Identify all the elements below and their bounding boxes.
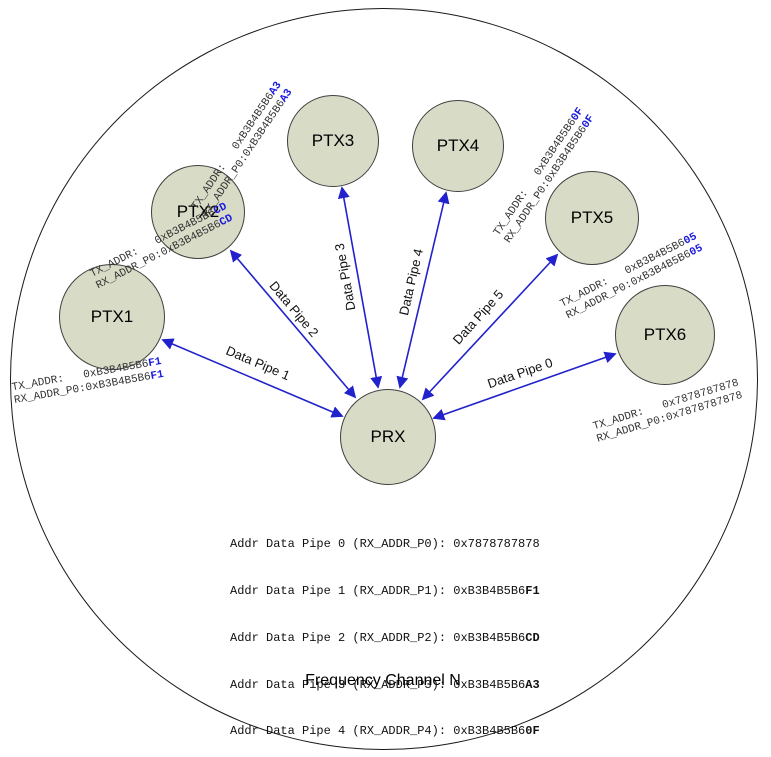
node-ptx6: PTX6 — [615, 285, 715, 385]
row-suffix: F1 — [525, 583, 540, 598]
address-table-row: Addr Data Pipe 4 (RX_ADDR_P4): 0xB3B4B5B… — [230, 724, 540, 740]
node-prx-label: PRX — [370, 427, 406, 446]
node-ptx2-label: PTX2 — [176, 202, 220, 221]
row-suffix: A3 — [525, 677, 540, 692]
node-ptx5: PTX5 — [545, 171, 639, 265]
address-table-row: Addr Data Pipe 0 (RX_ADDR_P0): 0x7878787… — [230, 537, 540, 553]
row-suffix: CD — [525, 630, 540, 645]
data-pipe-3-arrow — [337, 186, 383, 389]
addr-suffix: F1 — [149, 368, 165, 383]
row-text: Addr Data Pipe 3 (RX_ADDR_P3): 0xB3B4B5B… — [230, 677, 526, 692]
data-pipe-2-arrow — [229, 249, 357, 399]
addr-suffix: F1 — [147, 356, 163, 371]
node-ptx1: PTX1 — [59, 264, 165, 370]
row-text: Addr Data Pipe 0 (RX_ADDR_P0): 0x7878787… — [230, 537, 540, 552]
node-ptx2: PTX2 — [151, 165, 245, 259]
node-ptx5-label: PTX5 — [570, 208, 614, 227]
node-ptx3: PTX3 — [287, 95, 379, 187]
address-table-row: Addr Data Pipe 1 (RX_ADDR_P1): 0xB3B4B5B… — [230, 584, 540, 600]
address-table-row: Addr Data Pipe 3 (RX_ADDR_P3): 0xB3B4B5B… — [230, 678, 540, 694]
row-text: Addr Data Pipe 1 (RX_ADDR_P1): 0xB3B4B5B… — [230, 583, 526, 598]
row-text: Addr Data Pipe 4 (RX_ADDR_P4): 0xB3B4B5B… — [230, 724, 526, 739]
row-suffix: 0F — [525, 724, 540, 739]
data-pipe-0-arrow — [432, 351, 617, 421]
row-text: Addr Data Pipe 2 (RX_ADDR_P2): 0xB3B4B5B… — [230, 630, 526, 645]
frequency-channel-boundary — [10, 8, 758, 750]
address-table-row: Addr Data Pipe 2 (RX_ADDR_P2): 0xB3B4B5B… — [230, 631, 540, 647]
node-ptx3-label: PTX3 — [311, 131, 355, 150]
node-prx: PRX — [340, 389, 436, 485]
frequency-channel-caption: Frequency Channel N — [305, 672, 461, 689]
node-ptx6-label: PTX6 — [643, 325, 687, 344]
data-pipe-1-arrow — [161, 338, 344, 418]
node-ptx4: PTX4 — [412, 100, 504, 192]
pipe-address-table: Addr Data Pipe 0 (RX_ADDR_P0): 0x7878787… — [230, 506, 540, 757]
node-ptx1-label: PTX1 — [90, 307, 134, 326]
node-ptx4-label: PTX4 — [436, 136, 480, 155]
